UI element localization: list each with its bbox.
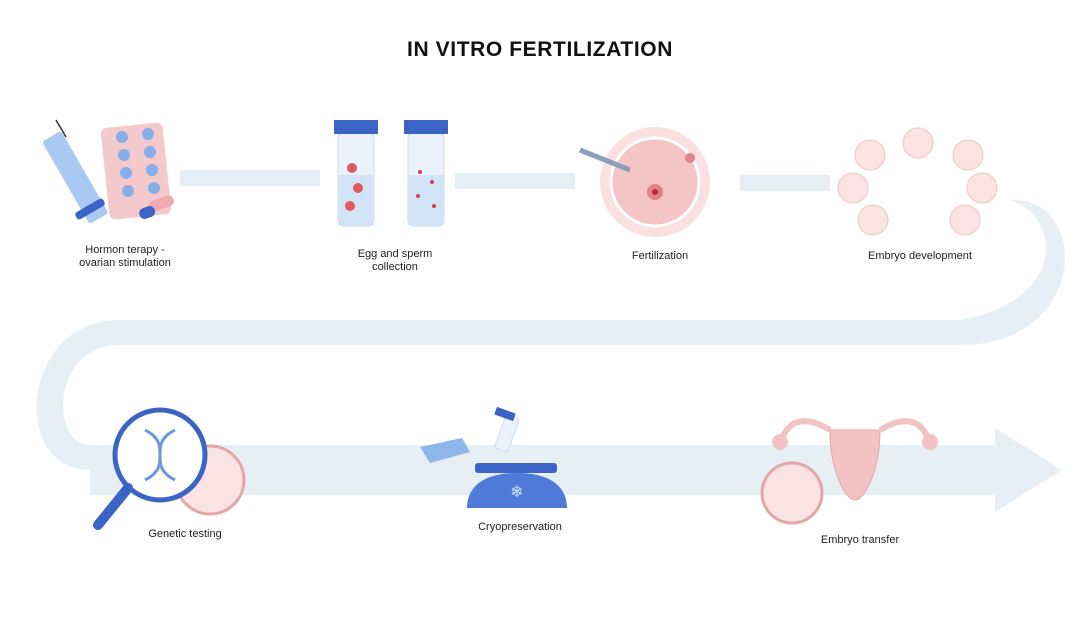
syringe-pills-icon xyxy=(43,119,174,223)
page-title: IN VITRO FERTILIZATION xyxy=(407,38,673,61)
test-tubes-icon xyxy=(334,120,448,227)
svg-text:❄: ❄ xyxy=(510,484,523,501)
flow-curve xyxy=(36,199,1065,470)
step-label: Embryo transfer xyxy=(820,534,900,546)
flow-segment xyxy=(180,170,320,186)
egg-injection-icon xyxy=(579,127,710,237)
embryo-cells-icon xyxy=(837,127,998,236)
step-label: Fertilization xyxy=(631,250,689,262)
flow-segment xyxy=(455,173,575,189)
uterus-icon xyxy=(760,418,938,525)
flow-arrow-head xyxy=(995,428,1062,512)
cryo-tank-icon: ❄ xyxy=(420,406,567,508)
magnifier-dna-icon xyxy=(93,407,246,530)
step-label: Embryo development xyxy=(868,250,972,262)
step-label: Genetic testing xyxy=(148,528,222,540)
step-label: Hormon terapy - ovarian stimulation xyxy=(79,244,171,269)
step-label: Cryopreservation xyxy=(478,521,562,533)
step-label: Egg and sperm collection xyxy=(357,248,433,273)
flow-segment xyxy=(740,175,830,191)
